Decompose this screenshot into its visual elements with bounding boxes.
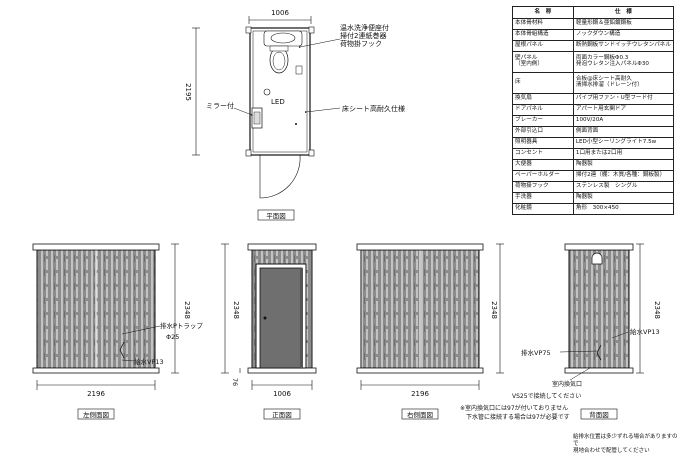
spec-row-value: 掃付2連（棚：木質/各種：鋼板製） [572,170,675,182]
back-view: 給水VP13 排水VP75 室内換気口 VS25で接続してください 2348 背… [512,243,661,420]
plan-led-label: LED [271,98,285,106]
front-door [259,267,303,369]
front-view: 1006 2348 76 正面図 [221,243,317,420]
spec-row-value: 陶器製 [572,159,675,171]
spec-row-name: 床 [512,72,574,94]
spec-row-value: LED小型シーリングライト7.5w [572,137,675,149]
spec-row-value: 陶器製 [572,192,675,204]
spec-row-name: 手洗器 [512,192,574,204]
spec-row-name: 荷物掛フック [512,181,574,193]
back-height-dim: 2348 [653,301,661,319]
spec-header-name: 名 称 [512,6,574,19]
plan-top-dim: 1006 [271,9,289,17]
back-caption: 背面図 [589,410,609,419]
spec-row-name: ペーパーホルダー [512,170,574,182]
spec-row-name: 照明器具 [512,137,574,149]
spec-row-name: 屋根パネル [512,40,574,52]
front-caption: 正面図 [272,411,292,419]
spec-row-name: 壁パネル （室内側） [512,51,574,73]
front-width-dim: 1006 [273,390,291,398]
spec-row-value: 合板@床シート高耐久 清掃水排溜（ドレーン付） [572,72,675,94]
spec-row-value: 軽量形鋼＆亜鉛鍍鋼板 [572,18,675,30]
spec-row-value: 1口用または2口用 [572,148,675,160]
spec-row-name: 換気扇 [512,93,574,105]
left-width-dim: 2196 [87,390,105,398]
left-drain-label: 排水Pトラップ [160,321,203,330]
back-drain-label: 排水VP75 [521,348,551,357]
plan-view: 1006 2195 LED 温水洗浄便座付 掃付2連紙巻器 荷物掛フック 床シー… [184,9,405,221]
spec-row-name: コンセント [512,148,574,160]
left-caption: 左側面図 [83,410,109,419]
front-door-handle [263,316,267,320]
plan-callout-floor: 床シート高耐久仕様 [342,104,405,113]
back-vent-hood [591,252,603,265]
spec-row-value: 側面背面 [572,126,675,138]
spec-row-name: 化粧鏡 [512,203,574,215]
left-height-dim: 2348 [183,301,191,319]
right-height-dim: 2348 [490,301,498,319]
left-side-view: 2196 2348 排水Pトラップ Φ25 給水VP13 左側面図 [32,243,203,420]
spec-row-value: ノックダウン構造 [572,29,675,41]
left-drain-size: Φ25 [166,333,179,341]
front-height-dim: 2348 [232,301,240,319]
spec-row-name: 外部引込口 [512,126,574,138]
plan-left-dim: 2195 [184,83,192,101]
spec-row-value: 100V/20A [572,115,675,127]
left-supply-label: 給水VP13 [134,357,164,366]
plan-callout-toilet: 温水洗浄便座付 掃付2連紙巻器 荷物掛フック [340,23,391,48]
back-vs-note: VS25で接続してください [512,392,581,400]
spec-row-name: 大便器 [512,159,574,171]
indoor-vent-note: ※室内換気口には97が付いておりません 下水管に接続する場合は97が必要です [460,404,570,421]
front-base-dim: 76 [231,378,239,386]
back-supply-label: 給水VP13 [630,327,660,336]
spec-row-name: 本体骨材料 [512,18,574,30]
spec-header-spec: 仕 様 [572,6,675,19]
right-caption: 右側面図 [407,410,433,419]
spec-row-value: アパート用玄関ドア [572,104,675,116]
plan-callout-mirror: ミラー付 [206,101,234,110]
plan-door-swing [259,154,301,199]
spec-row-name: ドアパネル [512,104,574,116]
spec-row-value: 角形 300×450 [572,203,675,215]
spec-row-value: ステンレス製 シングル [572,181,675,193]
right-side-view: 2196 2348 右側面図 [356,243,504,420]
spec-row-value: 断熱鋼板サンドイッチウレタンパネル [572,40,675,52]
spec-row-value: 両面カラー鋼板Φ0.3 発泡ウレタン注入パネルΦ30 [572,51,675,73]
right-width-dim: 2196 [411,390,429,398]
spec-row-name: ブレーカー [512,115,574,127]
back-outlet-label: 室内換気口 [552,380,582,388]
spec-row-name: 本体骨組構造 [512,29,574,41]
spec-table: 名 称 仕 様 本体骨材料軽量形鋼＆亜鉛鍍鋼板 本体骨組構造ノックダウン構造 屋… [512,6,675,215]
back-view-panel [568,249,630,369]
plan-caption: 平面図 [266,212,286,220]
bottom-right-note: 給排水位置は多少ずれる場合がありますので 現地合わせで配管してください [573,434,678,454]
spec-row-value: パイプ用ファン・U型フード付 [572,93,675,105]
plan-led-light [263,88,271,96]
